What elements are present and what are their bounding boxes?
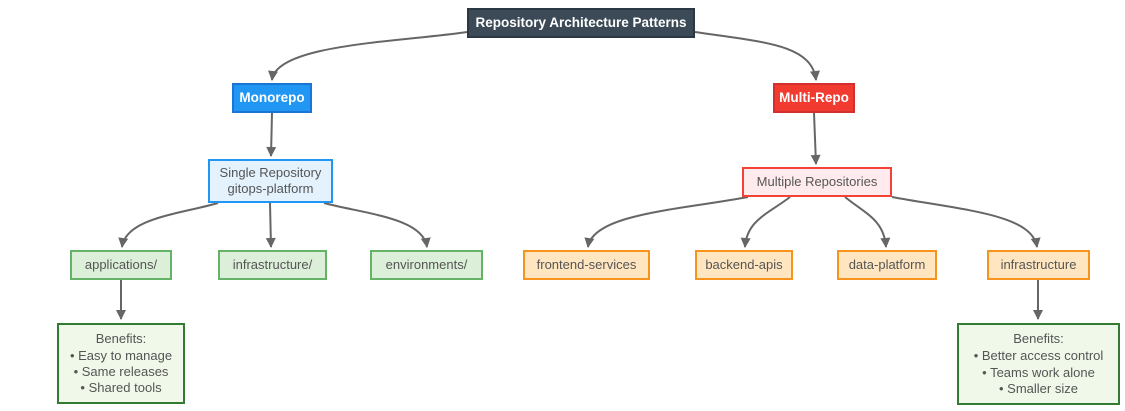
benefit-item: • Shared tools (80, 380, 162, 396)
benefit-item: • Same releases (73, 364, 169, 379)
node-label: environments/ (385, 256, 468, 272)
edge-multiple-infrastructure (891, 196, 1041, 248)
edge-single-applications (118, 202, 219, 248)
edge-multirepo-multiple (810, 112, 821, 165)
benefit-item: • Better access control (973, 348, 1104, 364)
node-label: infrastructure/ (232, 256, 313, 272)
node-label: applications/ (84, 256, 158, 272)
benefit-item: • Smaller size (999, 380, 1078, 396)
edge-single-environments (323, 202, 431, 248)
edge-monorepo-single (266, 112, 277, 157)
node-label-line2: gitops-platform (227, 181, 314, 196)
edge-root-monorepo (268, 31, 468, 81)
node-frontend-services: frontend-services (523, 250, 650, 280)
edge-multiple-backend (740, 196, 791, 248)
node-data-platform: data-platform (837, 250, 937, 280)
node-label: frontend-services (536, 256, 637, 272)
node-label: data-platform (848, 256, 926, 272)
benefit-item: • Teams work alone (982, 364, 1095, 380)
edge-root-multirepo (694, 31, 820, 81)
node-label: Monorepo (239, 89, 305, 105)
edge-multiple-frontend (584, 196, 749, 248)
node-repository-architecture-patterns: Repository Architecture Patterns (467, 8, 695, 38)
node-label: backend-apis (705, 256, 783, 272)
node-infrastructure-repo: infrastructure (987, 250, 1090, 280)
node-label: Multi-Repo (779, 89, 849, 105)
edge-single-infrastructure (265, 202, 276, 248)
benefit-item: • Easy to manage (69, 347, 173, 363)
node-infrastructure-dir: infrastructure/ (218, 250, 327, 280)
node-monorepo: Monorepo (232, 83, 312, 113)
node-multi-repo: Multi-Repo (773, 83, 855, 113)
node-label: Repository Architecture Patterns (475, 14, 687, 30)
node-monorepo-benefits: Benefits: • Easy to manage • Same releas… (57, 323, 185, 404)
node-backend-apis: backend-apis (695, 250, 793, 280)
benefits-title: Benefits: (95, 330, 147, 346)
node-multirepo-benefits: Benefits: • Better access control • Team… (957, 323, 1120, 405)
node-applications-dir: applications/ (70, 250, 172, 280)
node-label: infrastructure (1000, 256, 1077, 272)
node-label: Multiple Repositories (756, 173, 878, 189)
node-environments-dir: environments/ (370, 250, 483, 280)
node-single-repository: Single Repository gitops-platform (208, 159, 333, 203)
benefits-title: Benefits: (1013, 331, 1064, 346)
node-multiple-repositories: Multiple Repositories (742, 167, 892, 197)
node-label-line1: Single Repository (219, 164, 322, 180)
edge-multiple-data (844, 196, 891, 248)
